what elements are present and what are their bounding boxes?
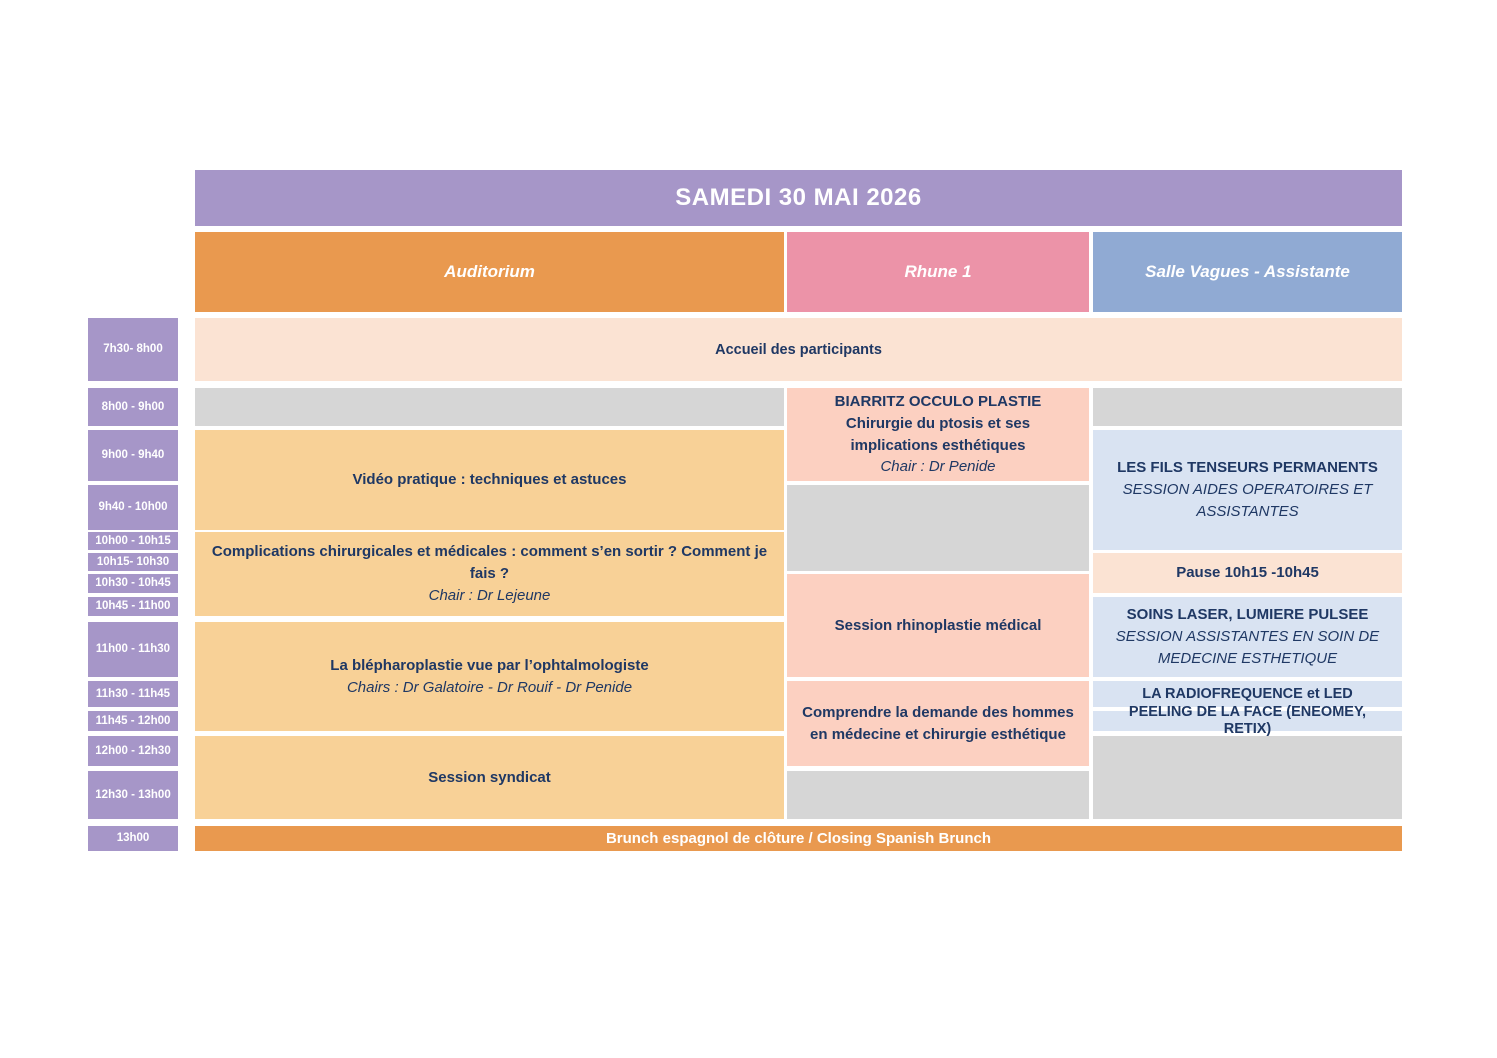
event-title: Session syndicat xyxy=(428,768,551,786)
event-complications-chirurgicales: Complications chirurgicales et médicales… xyxy=(195,532,784,616)
event-chair: Chair : Dr Penide xyxy=(880,458,996,476)
event-title: SOINS LASER, LUMIERE PULSEE xyxy=(1126,606,1369,624)
event-title: LES FILS TENSEURS PERMANENTS xyxy=(1117,459,1378,477)
time-slot-10h15-10h30: 10h15- 10h30 xyxy=(88,553,178,571)
event-biarritz-occulo-plastie: BIARRITZ OCCULO PLASTIE Chirurgie du pto… xyxy=(787,388,1089,481)
time-slot-10h45-11h00: 10h45 - 11h00 xyxy=(88,597,178,616)
time-slot-9h00-9h40: 9h00 - 9h40 xyxy=(88,430,178,481)
event-comprendre-demande-hommes: Comprendre la demande des hommes en méde… xyxy=(787,681,1089,766)
column-header-auditorium: Auditorium xyxy=(195,232,784,312)
event-title: Vidéo pratique : techniques et astuces xyxy=(352,471,627,489)
event-title: PEELING DE LA FACE (ENEOMEY, RETIX) xyxy=(1128,704,1367,737)
event-session-syndicat: Session syndicat xyxy=(195,736,784,819)
time-slot-12h00-12h30: 12h00 - 12h30 xyxy=(88,736,178,766)
event-subtitle: SESSION ASSISTANTES EN SOIN DE MEDECINE … xyxy=(1115,628,1380,667)
time-slot-11h45-12h00: 11h45 - 12h00 xyxy=(88,711,178,731)
event-chairs: Chairs : Dr Galatoire - Dr Rouif - Dr Pe… xyxy=(346,678,633,696)
empty-cell-vagues-12h00 xyxy=(1093,736,1402,819)
column-header-salle-vagues: Salle Vagues - Assistante xyxy=(1093,232,1402,312)
time-slot-7h30-8h00: 7h30- 8h00 xyxy=(88,318,178,381)
event-title: Complications chirurgicales et médicales… xyxy=(211,543,768,583)
event-peeling-face: PEELING DE LA FACE (ENEOMEY, RETIX) xyxy=(1093,704,1402,737)
event-accueil-participants: Accueil des participants xyxy=(195,318,1402,381)
event-chair: Chair : Dr Lejeune xyxy=(428,586,551,604)
event-title: Comprendre la demande des hommes en méde… xyxy=(802,703,1074,743)
event-blepharoplastie: La blépharoplastie vue par l’ophtalmolog… xyxy=(195,622,784,731)
time-slot-8h00-9h00: 8h00 - 9h00 xyxy=(88,388,178,426)
event-title: BIARRITZ OCCULO PLASTIE xyxy=(834,393,1042,410)
event-title: LA RADIOFREQUENCE et LED xyxy=(1142,685,1353,702)
empty-cell-rhune-9h40 xyxy=(787,485,1089,571)
day-title: SAMEDI 30 MAI 2026 xyxy=(195,170,1402,226)
time-slot-9h40-10h00: 9h40 - 10h00 xyxy=(88,485,178,530)
empty-cell-rhune-12h30 xyxy=(787,771,1089,819)
event-closing-brunch: Brunch espagnol de clôture / Closing Spa… xyxy=(195,826,1402,851)
event-radiofrequence-led: LA RADIOFREQUENCE et LED xyxy=(1093,681,1402,707)
time-slot-10h00-10h15: 10h00 - 10h15 xyxy=(88,532,178,550)
event-video-pratique: Vidéo pratique : techniques et astuces xyxy=(195,430,784,530)
column-header-rhune-1: Rhune 1 xyxy=(787,232,1089,312)
event-fils-tenseurs-permanents: LES FILS TENSEURS PERMANENTS SESSION AID… xyxy=(1093,430,1402,550)
event-session-rhinoplastie: Session rhinoplastie médical xyxy=(787,574,1089,677)
time-slot-12h30-13h00: 12h30 - 13h00 xyxy=(88,771,178,819)
empty-cell-vagues-8h00 xyxy=(1093,388,1402,426)
event-subtitle: SESSION AIDES OPERATOIRES ET ASSISTANTES xyxy=(1122,481,1373,520)
time-slot-11h00-11h30: 11h00 - 11h30 xyxy=(88,622,178,677)
event-pause: Pause 10h15 -10h45 xyxy=(1093,553,1402,593)
event-title: Pause 10h15 -10h45 xyxy=(1176,564,1319,582)
time-slot-11h30-11h45: 11h30 - 11h45 xyxy=(88,681,178,707)
empty-cell-auditorium-8h00 xyxy=(195,388,784,426)
time-slot-10h30-10h45: 10h30 - 10h45 xyxy=(88,574,178,593)
event-soins-laser-lumiere-pulsee: SOINS LASER, LUMIERE PULSEE SESSION ASSI… xyxy=(1093,597,1402,677)
event-title: Session rhinoplastie médical xyxy=(834,616,1042,634)
event-subtitle: Chirurgie du ptosis et ses implications … xyxy=(845,414,1031,454)
event-title: La blépharoplastie vue par l’ophtalmolog… xyxy=(330,656,649,674)
time-slot-13h00: 13h00 xyxy=(88,826,178,851)
